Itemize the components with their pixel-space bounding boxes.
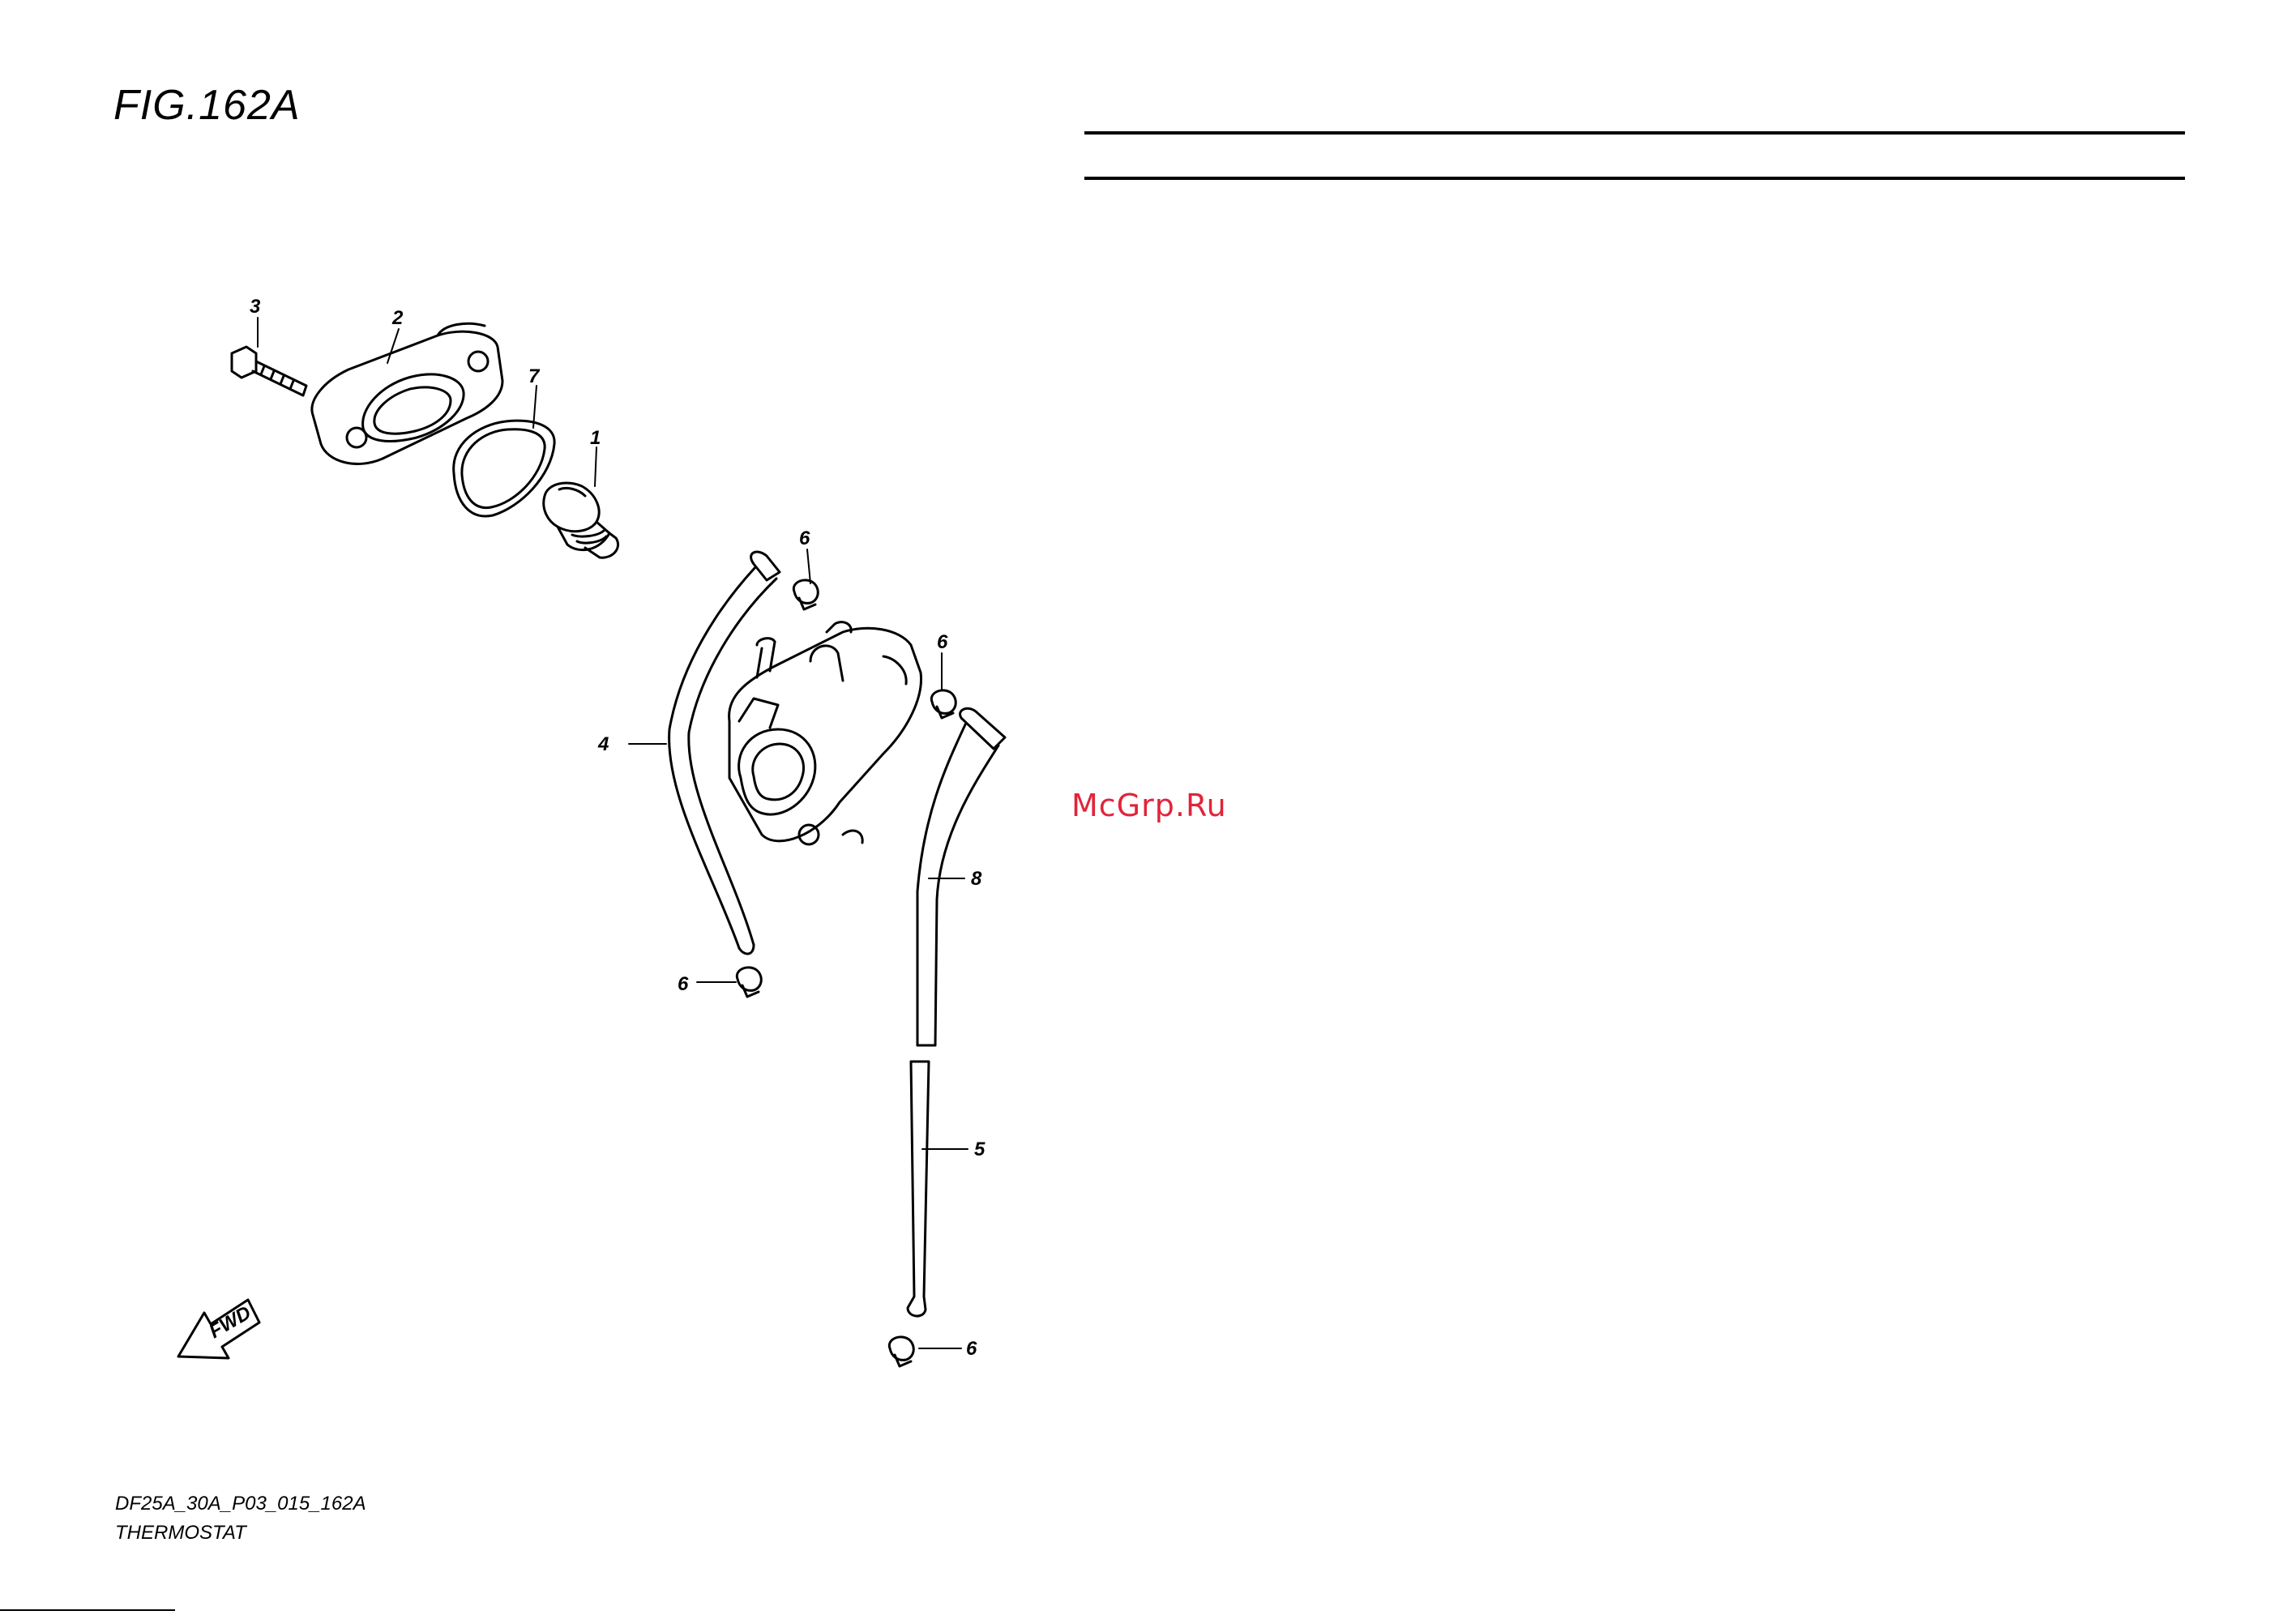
callout-3: 3 xyxy=(250,296,261,318)
part-o-ring xyxy=(454,421,554,516)
callout-2: 2 xyxy=(391,307,404,329)
callout-8: 8 xyxy=(971,868,982,890)
callout-4: 4 xyxy=(597,733,609,755)
callout-6-upper: 6 xyxy=(799,528,810,549)
part-thermostat xyxy=(544,483,618,558)
fwd-arrow-icon: FWD xyxy=(178,1300,259,1358)
callout-1: 1 xyxy=(590,427,601,449)
callout-6-lower-right: 6 xyxy=(966,1338,977,1360)
part-housing xyxy=(729,622,921,844)
part-hose-upper-right xyxy=(917,708,1005,1045)
clip-lower-right xyxy=(889,1337,913,1366)
clip-lower-left xyxy=(737,968,761,997)
callout-7: 7 xyxy=(528,365,541,387)
clip-middle xyxy=(931,690,956,718)
part-hose-left xyxy=(669,552,780,954)
clip-upper xyxy=(793,580,818,609)
callout-6-middle: 6 xyxy=(937,631,948,653)
part-bolt xyxy=(232,347,306,395)
callout-6-lower-left: 6 xyxy=(678,973,689,995)
callout-5: 5 xyxy=(974,1139,986,1160)
part-hose-lower-right xyxy=(908,1062,929,1316)
